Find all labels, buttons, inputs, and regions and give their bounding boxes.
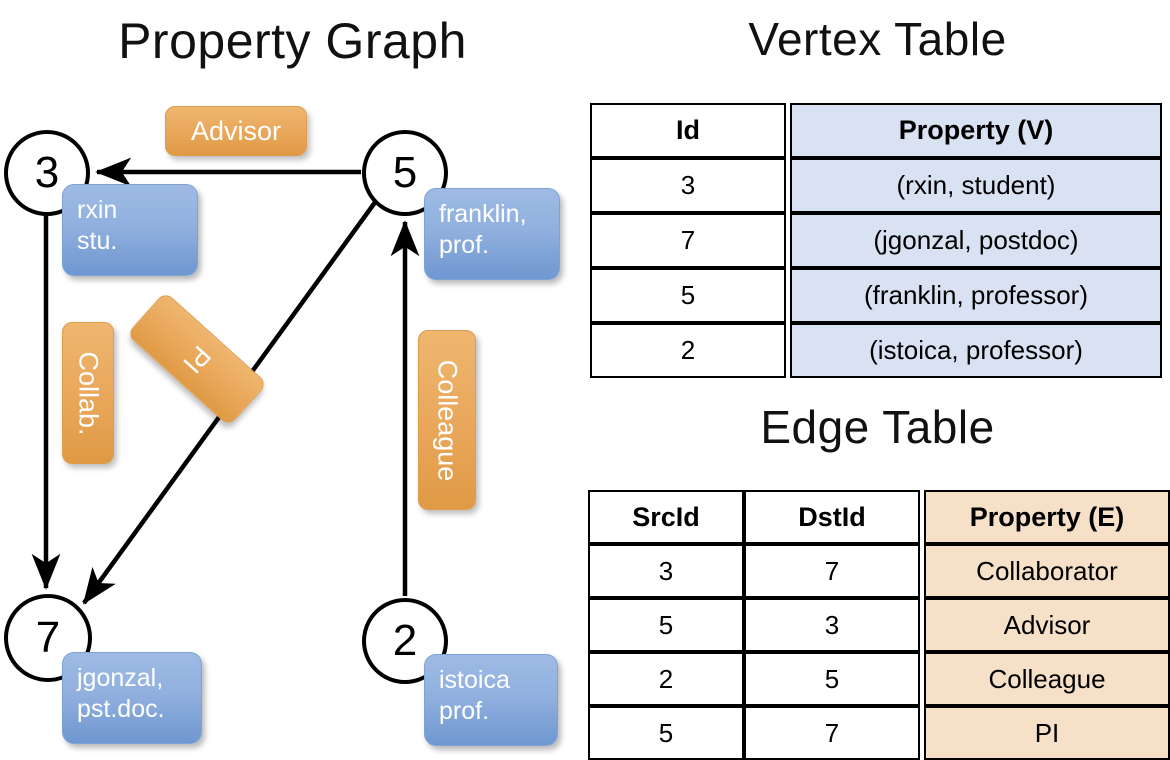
vertex-row-3-property: (istoica, professor) xyxy=(790,323,1162,378)
vertex-row-0-property: (rxin, student) xyxy=(790,158,1162,213)
vertex-property-box-5-line2: prof. xyxy=(439,230,490,259)
edge-label-colleague[interactable]: Colleague xyxy=(418,330,476,510)
vertex-row-1-property: (jgonzal, postdoc) xyxy=(790,213,1162,268)
table-row[interactable]: 3 7 Collaborator xyxy=(588,544,1170,598)
vertex-property-box-2[interactable]: istoica prof. xyxy=(424,654,558,746)
vertex-table: Id Property (V) 3 (rxin, student) 7 (jgo… xyxy=(590,103,1162,378)
page-title-edge-table: Edge Table xyxy=(760,401,995,453)
vertex-table-header-id: Id xyxy=(590,103,786,158)
vertex-property-box-7[interactable]: jgonzal, pst.doc. xyxy=(62,652,202,744)
vertex-row-1-id: 7 xyxy=(590,213,786,268)
edge-label-pi-text: PI xyxy=(177,339,218,379)
edge-row-0-src: 3 xyxy=(588,544,744,598)
edge-label-collab[interactable]: Collab. xyxy=(62,322,114,464)
edge-row-2-property: Colleague xyxy=(924,652,1170,706)
edge-row-2-src: 2 xyxy=(588,652,744,706)
vertex-row-2-id: 5 xyxy=(590,268,786,323)
edge-table: SrcId DstId Property (E) 3 7 Collaborato… xyxy=(588,490,1170,760)
edge-label-colleague-text: Colleague xyxy=(432,359,463,481)
property-graph-diagram: 3 5 7 2 rxin stu. franklin, prof. jgonza… xyxy=(4,106,560,746)
vertex-property-box-5[interactable]: franklin, prof. xyxy=(424,188,560,280)
edge-row-2-dst: 5 xyxy=(744,652,920,706)
edge-row-0-dst: 7 xyxy=(744,544,920,598)
table-row[interactable]: 2 5 Colleague xyxy=(588,652,1170,706)
vertex-table-header-property: Property (V) xyxy=(790,103,1162,158)
edge-row-1-src: 5 xyxy=(588,598,744,652)
edge-label-advisor[interactable]: Advisor xyxy=(165,106,307,156)
edge-table-header-row: SrcId DstId Property (E) xyxy=(588,490,1170,544)
edge-table-header-property: Property (E) xyxy=(924,490,1170,544)
vertex-property-box-7-line2: pst.doc. xyxy=(77,694,165,723)
graph-node-3-id: 3 xyxy=(34,148,60,197)
vertex-property-box-3[interactable]: rxin stu. xyxy=(62,184,198,276)
vertex-property-box-7-line1: jgonzal, xyxy=(77,664,164,692)
table-row[interactable]: 5 3 Advisor xyxy=(588,598,1170,652)
edge-row-0-property: Collaborator xyxy=(924,544,1170,598)
edge-row-3-dst: 7 xyxy=(744,706,920,760)
table-row[interactable]: 5 7 PI xyxy=(588,706,1170,760)
graph-node-5[interactable]: 5 xyxy=(362,130,448,216)
edge-row-1-property: Advisor xyxy=(924,598,1170,652)
table-row[interactable]: 2 (istoica, professor) xyxy=(590,323,1162,378)
table-row[interactable]: 5 (franklin, professor) xyxy=(590,268,1162,323)
edge-row-1-dst: 3 xyxy=(744,598,920,652)
edge-row-3-property: PI xyxy=(924,706,1170,760)
edge-table-header-dstid: DstId xyxy=(744,490,920,544)
vertex-table-header-row: Id Property (V) xyxy=(590,103,1162,158)
edge-row-3-src: 5 xyxy=(588,706,744,760)
vertex-property-box-2-line1: istoica xyxy=(439,666,510,694)
page-title-vertex-table: Vertex Table xyxy=(748,13,1007,65)
vertex-property-box-5-line1: franklin, xyxy=(439,200,527,228)
vertex-property-box-2-line2: prof. xyxy=(439,696,490,725)
graph-node-5-id: 5 xyxy=(392,148,418,197)
graph-node-2-id: 2 xyxy=(392,616,418,665)
edge-label-advisor-text: Advisor xyxy=(190,115,282,146)
graph-node-7-id: 7 xyxy=(35,613,61,662)
vertex-property-box-3-line1: rxin xyxy=(77,196,118,224)
edge-label-collab-text: Collab. xyxy=(73,350,104,436)
vertex-row-2-property: (franklin, professor) xyxy=(790,268,1162,323)
edge-table-header-srcid: SrcId xyxy=(588,490,744,544)
vertex-row-3-id: 2 xyxy=(590,323,786,378)
table-row[interactable]: 7 (jgonzal, postdoc) xyxy=(590,213,1162,268)
vertex-property-box-3-line2: stu. xyxy=(77,226,118,255)
vertex-row-0-id: 3 xyxy=(590,158,786,213)
page-title-property-graph: Property Graph xyxy=(118,13,467,69)
graph-node-2[interactable]: 2 xyxy=(362,598,448,684)
table-row[interactable]: 3 (rxin, student) xyxy=(590,158,1162,213)
